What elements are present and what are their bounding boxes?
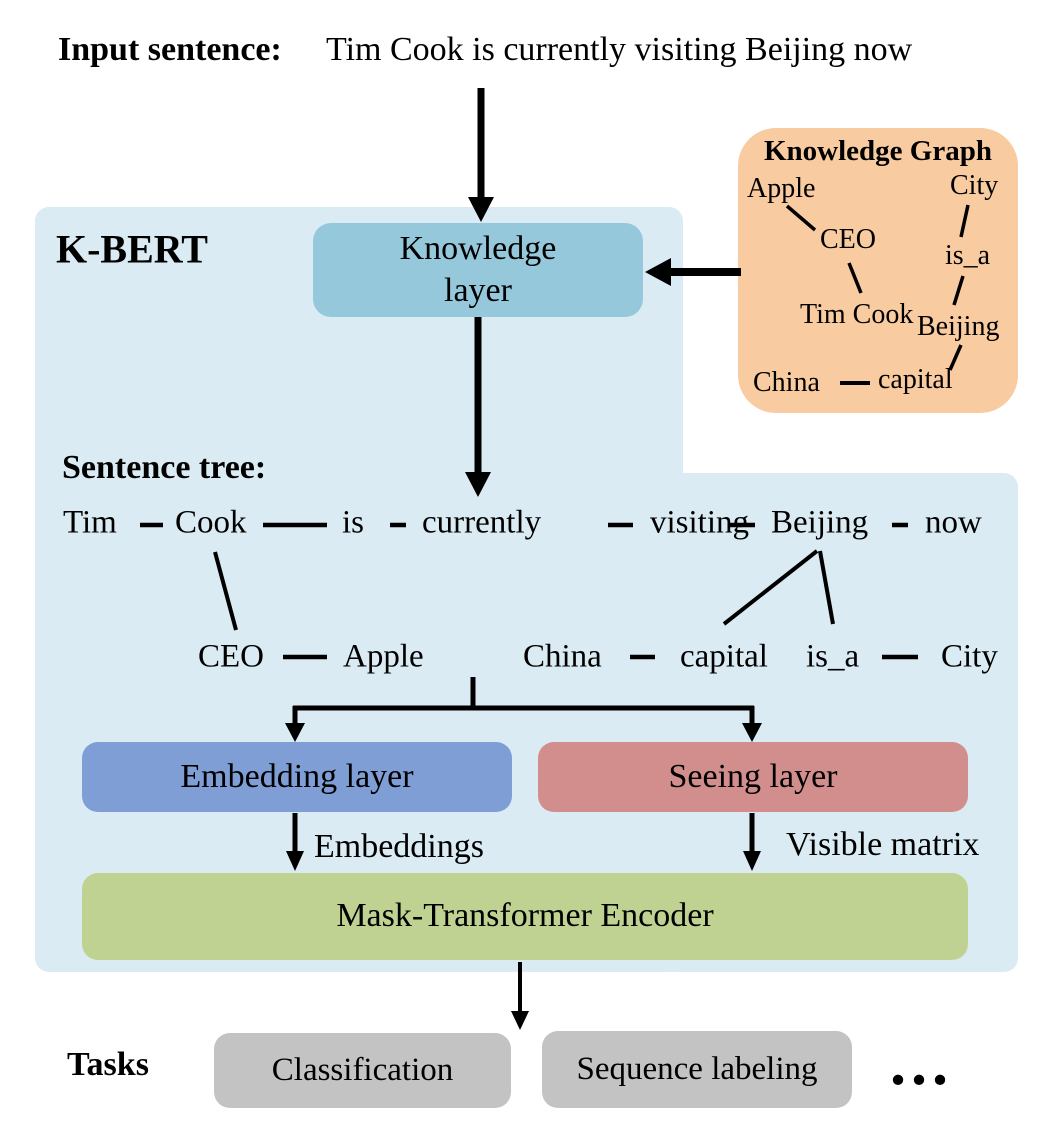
knowledge-graph-title: Knowledge Graph xyxy=(764,135,992,167)
tree-token-now: now xyxy=(925,504,982,541)
task-classification-label: Classification xyxy=(271,1051,454,1088)
tree-token-tim: Tim xyxy=(63,504,117,541)
input-sentence-label: Input sentence: xyxy=(58,31,282,68)
kbert-label: K-BERT xyxy=(56,226,208,272)
kg-node-capital: capital xyxy=(878,364,953,395)
kg-node-ceo: CEO xyxy=(820,224,876,255)
input-sentence-text: Tim Cook is currently visiting Beijing n… xyxy=(326,31,913,68)
mask-transformer-encoder-label: Mask-Transformer Encoder xyxy=(336,897,714,935)
knowledge-layer-box: Knowledge layer xyxy=(313,223,643,317)
tasks-label: Tasks xyxy=(67,1046,149,1083)
kg-node-tim-cook: Tim Cook xyxy=(800,299,914,330)
embedding-layer-label: Embedding layer xyxy=(180,757,414,795)
tree-token-visiting: visiting xyxy=(650,504,750,541)
tree-token-apple: Apple xyxy=(343,638,424,675)
tree-token-beijing: Beijing xyxy=(771,504,869,541)
task-sequence-labeling-box: Sequence labeling xyxy=(542,1031,852,1108)
tree-token-ceo: CEO xyxy=(198,638,264,675)
visible-matrix-arrow-label: Visible matrix xyxy=(786,826,980,863)
mask-transformer-encoder-box: Mask-Transformer Encoder xyxy=(82,873,968,960)
kg-node-beijing: Beijing xyxy=(917,311,1000,342)
sentence-tree-label: Sentence tree: xyxy=(62,449,267,486)
seeing-layer-label: Seeing layer xyxy=(668,757,838,795)
tree-token-cook: Cook xyxy=(175,504,247,541)
tree-token-capital: capital xyxy=(680,638,768,675)
tree-token-is: is xyxy=(342,504,365,541)
knowledge-graph-box xyxy=(738,128,1018,413)
tree-token-currently: currently xyxy=(422,504,542,541)
knowledge-layer-line1: Knowledge xyxy=(399,229,557,267)
tree-token-china: China xyxy=(523,638,602,675)
embeddings-arrow-label: Embeddings xyxy=(314,828,484,865)
kg-node-city: City xyxy=(950,170,999,201)
kg-node-apple: Apple xyxy=(747,173,816,204)
task-sequence-labeling-label: Sequence labeling xyxy=(576,1050,818,1087)
tree-token-is-a: is_a xyxy=(806,638,860,675)
kg-node-china: China xyxy=(753,367,820,398)
tasks-ellipsis: ... xyxy=(890,1027,953,1098)
seeing-layer-box: Seeing layer xyxy=(538,742,968,812)
kg-node-is-a: is_a xyxy=(945,240,991,271)
task-classification-box: Classification xyxy=(214,1033,511,1108)
kbert-region-main xyxy=(35,207,683,972)
knowledge-layer-line2: layer xyxy=(444,272,512,309)
tree-token-city: City xyxy=(941,638,998,675)
embedding-layer-box: Embedding layer xyxy=(82,742,512,812)
